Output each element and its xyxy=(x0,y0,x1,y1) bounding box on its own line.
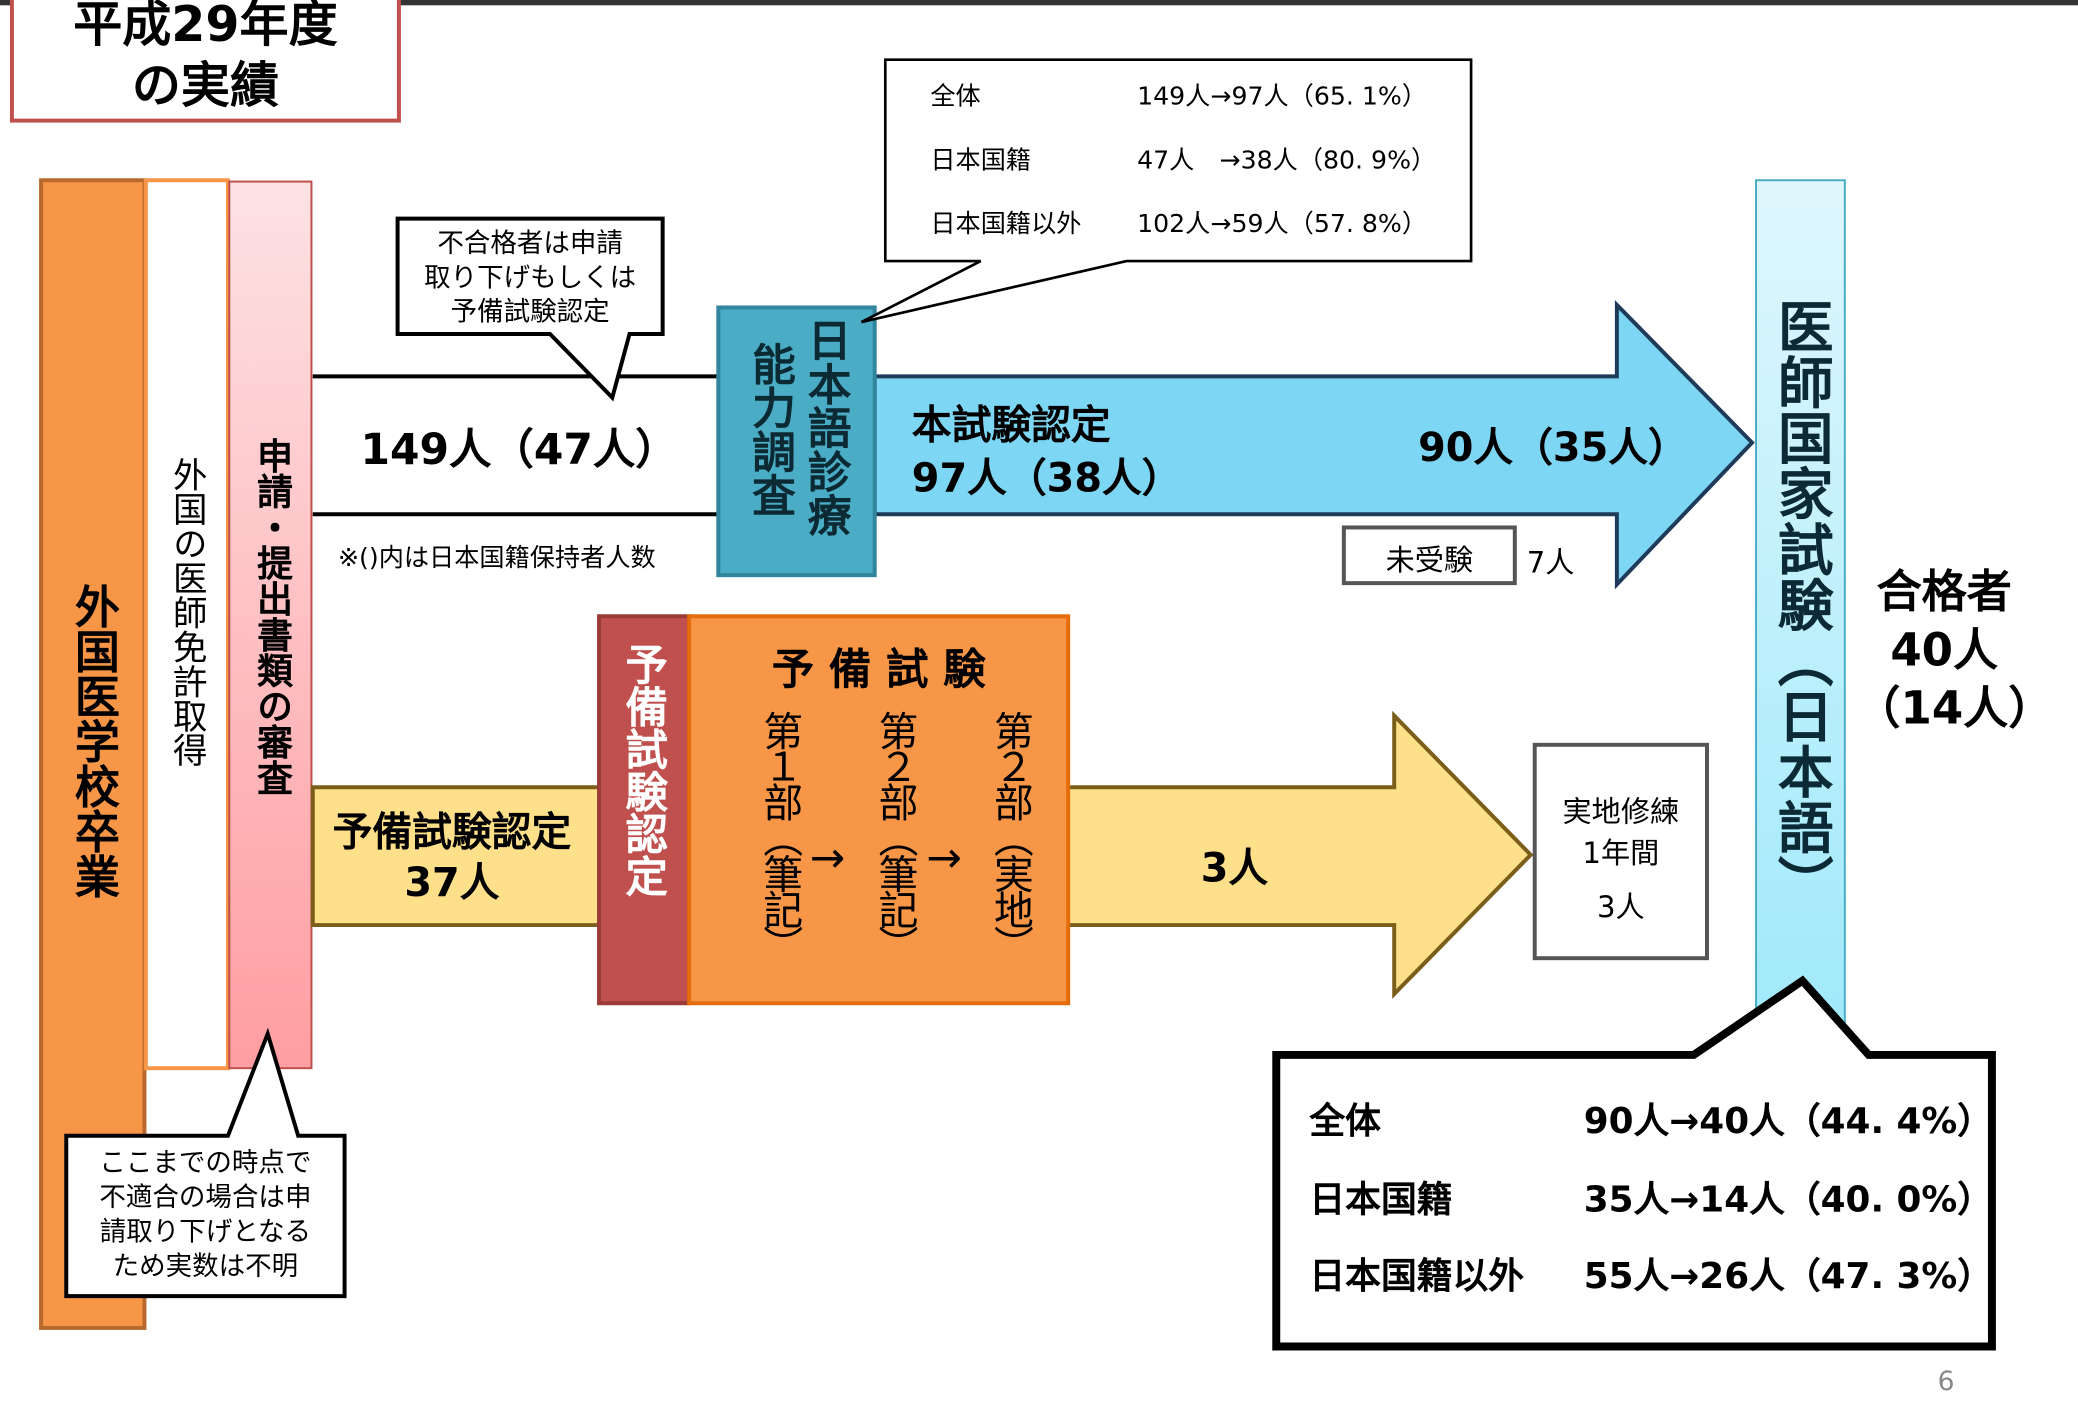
stat-value: 102人→59人（57. 8%） xyxy=(1137,209,1428,239)
main-cert-count: 97人（38人） xyxy=(911,455,1182,503)
prelim-part-3: 第２部（実地） xyxy=(986,710,1033,961)
prelim-cert-column xyxy=(597,614,692,1006)
prelim-part-1: 第１部（筆記） xyxy=(755,710,802,961)
stat-value: 55人→26人（47. 3%） xyxy=(1583,1256,1994,1298)
absent-box xyxy=(1341,525,1517,586)
callout-line: 取り下げもしくは xyxy=(424,261,637,293)
passers: 合格者 40人 （14人） xyxy=(1855,563,2054,738)
callout-line: 予備試験認定 xyxy=(450,295,610,328)
callout-top-left xyxy=(395,216,665,402)
training-line2: 1年間 xyxy=(1582,837,1660,871)
prelim-band-count: 37人 xyxy=(404,860,500,907)
graduation-label: 外国医学校卒業 xyxy=(66,583,120,899)
pass-stats-callout xyxy=(1272,975,1996,1351)
training-box xyxy=(1532,742,1709,961)
stat-label: 全体 xyxy=(1309,1101,1381,1143)
arrow-icon: → xyxy=(809,832,846,883)
prelim-band-label: 予備試験認定 xyxy=(332,809,572,857)
prelim-exam-box xyxy=(687,614,1071,1006)
prelim-result: 3人 xyxy=(1200,845,1269,892)
note-line: ここまでの時点で xyxy=(99,1146,312,1179)
review-label: 申請・提出書類の審査 xyxy=(250,437,292,796)
language-check-label-2: 能力調査 xyxy=(744,341,797,517)
note-line: 不適合の場合は申 xyxy=(99,1180,312,1213)
passers-label: 合格者 xyxy=(1876,565,2012,619)
absent-label: 未受験 xyxy=(1385,544,1474,578)
training-line1: 実地修練 xyxy=(1562,796,1680,830)
title-line1: 平成29年度 xyxy=(73,0,338,54)
main-cert-label: 本試験認定 xyxy=(911,402,1111,450)
nationality-note: ※()内は日本国籍保持者人数 xyxy=(337,543,656,573)
prelim-band-text: 予備試験認定 37人 xyxy=(313,808,591,909)
page-number: 6 xyxy=(1937,1365,1955,1397)
examinee-count: 90人（35人） xyxy=(1418,425,1688,472)
stat-label: 日本国籍 xyxy=(930,145,1032,175)
passers-count: 40人 xyxy=(1890,624,1999,678)
main-arrow xyxy=(872,299,1755,590)
top-bar xyxy=(0,0,2078,6)
callout-line: 不合格者は申請 xyxy=(437,226,623,259)
note-line: ため実数は不明 xyxy=(112,1249,299,1282)
stat-value: 35人→14人（40. 0%） xyxy=(1583,1179,1994,1221)
arrow-icon: → xyxy=(926,832,962,883)
title-line2: の実績 xyxy=(131,56,279,114)
stat-label: 日本国籍 xyxy=(1309,1179,1453,1221)
national-exam-label: 医師国家試験（日本語） xyxy=(1769,298,1835,911)
national-exam-column xyxy=(1755,179,1846,1048)
prelim-exam-title: 予 備 試 験 xyxy=(771,644,986,695)
training-line3: 3人 xyxy=(1596,891,1645,926)
applicant-count: 149人（47人） xyxy=(360,424,678,475)
page-title: 平成29年度 の実績 xyxy=(12,0,399,117)
callout-top-left-text: 不合格者は申請 取り下げもしくは 予備試験認定 xyxy=(398,225,663,328)
prelim-part-2: 第２部（筆記） xyxy=(870,710,918,961)
language-check-box xyxy=(716,305,877,578)
license-label: 外国の医師免許取得 xyxy=(166,457,207,768)
absent-count: 7人 xyxy=(1526,547,1575,581)
bottom-note-text: ここまでの時点で 不適合の場合は申 請取り下げとなる ため実数は不明 xyxy=(66,1145,344,1283)
note-line: 請取り下げとなる xyxy=(99,1215,312,1248)
stat-label: 日本国籍以外 xyxy=(1309,1256,1525,1298)
language-stats-callout xyxy=(860,58,1473,324)
language-check-label-1: 日本語診療 xyxy=(800,318,853,537)
license-column xyxy=(143,178,230,1071)
passers-japanese: （14人） xyxy=(1855,682,2054,736)
bottom-note-callout xyxy=(64,1027,347,1299)
review-column xyxy=(228,180,313,1070)
training-text: 実地修練 1年間 3人 xyxy=(1535,793,1707,930)
stat-label: 日本国籍以外 xyxy=(930,209,1082,239)
stat-label: 全体 xyxy=(930,82,981,112)
stat-value: 47人 →38人（80. 9%） xyxy=(1137,145,1437,175)
stat-value: 90人→40人（44. 4%） xyxy=(1583,1101,1994,1143)
prelim-cert-label: 予備試験認定 xyxy=(618,642,670,898)
title-box xyxy=(9,0,401,123)
stat-value: 149人→97人（65. 1%） xyxy=(1137,82,1428,112)
